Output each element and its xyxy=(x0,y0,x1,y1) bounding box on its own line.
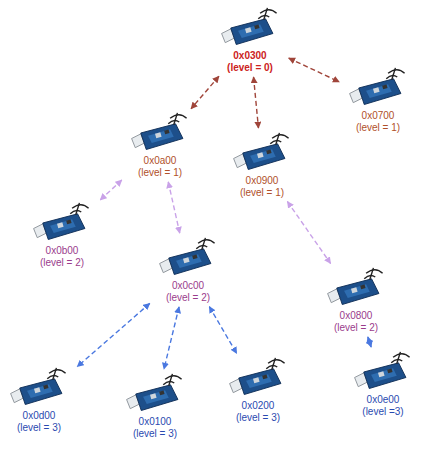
node-address: 0x0c00 xyxy=(152,280,224,292)
node-level: (level = 1) xyxy=(342,122,414,134)
usb-dongle-icon xyxy=(229,131,295,175)
radio-node: 0x0700(level = 1) xyxy=(342,66,414,134)
usb-dongle-icon xyxy=(29,201,95,245)
node-level: (level =3) xyxy=(347,406,419,418)
usb-dongle-icon xyxy=(217,6,283,50)
node-level: (level = 3) xyxy=(3,422,75,434)
node-address: 0x0200 xyxy=(222,400,294,412)
radio-link xyxy=(254,77,259,128)
usb-dongle-icon xyxy=(225,356,291,400)
node-address: 0x0b00 xyxy=(26,245,98,257)
node-level: (level = 1) xyxy=(124,167,196,179)
usb-dongle-icon xyxy=(6,366,72,410)
radio-node: 0x0e00(level =3) xyxy=(347,350,419,418)
node-level: (level = 2) xyxy=(152,292,224,304)
usb-dongle-icon xyxy=(345,66,411,110)
node-level: (level = 3) xyxy=(119,428,191,440)
radio-link xyxy=(77,303,149,366)
node-address: 0x0300 xyxy=(214,50,286,62)
radio-node: 0x0800(level = 2) xyxy=(320,266,392,334)
node-level: (level = 1) xyxy=(226,187,298,199)
node-address: 0x0a00 xyxy=(124,155,196,167)
radio-link xyxy=(289,58,340,82)
radio-link xyxy=(100,180,122,200)
usb-dongle-icon xyxy=(122,372,188,416)
node-level: (level = 2) xyxy=(26,257,98,269)
radio-node: 0x0c00(level = 2) xyxy=(152,236,224,304)
node-level: (level = 0) xyxy=(214,62,286,74)
radio-node: 0x0a00(level = 1) xyxy=(124,111,196,179)
node-address: 0x0800 xyxy=(320,310,392,322)
radio-node: 0x0b00(level = 2) xyxy=(26,201,98,269)
radio-node: 0x0300(level = 0) xyxy=(214,6,286,74)
node-address: 0x0e00 xyxy=(347,394,419,406)
node-address: 0x0700 xyxy=(342,110,414,122)
usb-dongle-icon xyxy=(155,236,221,280)
radio-node: 0x0900(level = 1) xyxy=(226,131,298,199)
usb-dongle-icon xyxy=(323,266,389,310)
radio-node: 0x0200(level = 3) xyxy=(222,356,294,424)
radio-link xyxy=(164,307,179,369)
node-address: 0x0d00 xyxy=(3,410,75,422)
node-level: (level = 3) xyxy=(222,412,294,424)
radio-link xyxy=(168,182,179,233)
radio-link xyxy=(368,337,371,347)
radio-link xyxy=(287,201,330,263)
node-address: 0x0900 xyxy=(226,175,298,187)
node-level: (level = 2) xyxy=(320,322,392,334)
node-address: 0x0100 xyxy=(119,416,191,428)
radio-link xyxy=(191,76,219,108)
radio-node: 0x0100(level = 3) xyxy=(119,372,191,440)
usb-dongle-icon xyxy=(350,350,416,394)
radio-link xyxy=(209,307,236,354)
radio-node: 0x0d00(level = 3) xyxy=(3,366,75,434)
usb-dongle-icon xyxy=(127,111,193,155)
